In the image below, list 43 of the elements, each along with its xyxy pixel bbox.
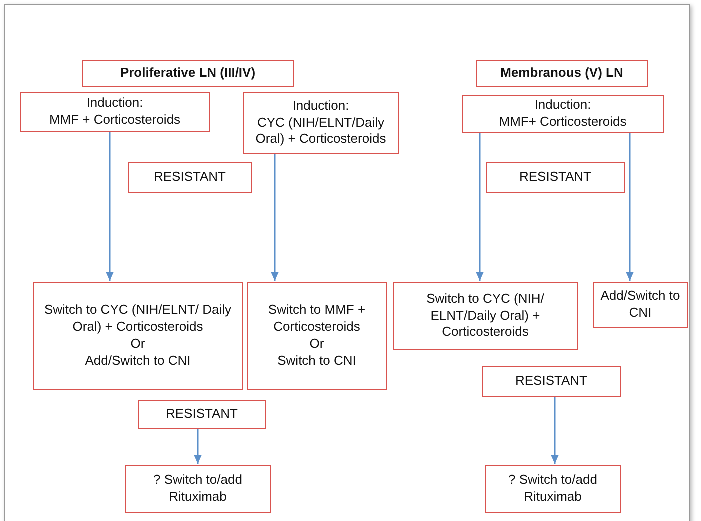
box-text: Or — [310, 336, 324, 353]
arrow — [271, 154, 279, 281]
box-text: Induction: — [86, 95, 144, 112]
box-text: ? Switch to/add Rituximab — [152, 472, 244, 506]
box-text: RESISTANT — [154, 169, 226, 186]
process-box — [138, 400, 266, 429]
process-box — [593, 282, 688, 328]
box-text: ? Switch to/add Rituximab — [508, 472, 598, 506]
process-box — [82, 60, 294, 87]
arrow — [551, 397, 559, 464]
box-text: MMF+ Corticosteroids — [499, 114, 627, 131]
box-text: Switch to CYC (NIH/ ELNT/Daily Oral) + Corticosteroids — [426, 290, 546, 342]
process-box — [243, 92, 399, 154]
arrow — [106, 132, 114, 281]
process-box — [486, 162, 625, 193]
box-text: CYC (NIH/ELNT/Daily Oral) + Corticosteroids — [254, 114, 388, 148]
process-box — [33, 282, 243, 390]
arrow — [194, 429, 202, 464]
box-text: Switch to MMF + Corticosteroids — [267, 302, 367, 336]
box-text: MMF + Corticosteroids — [49, 112, 181, 129]
arrow — [626, 133, 634, 281]
box-text: RESISTANT — [166, 406, 238, 423]
box-text: Induction: — [534, 97, 592, 114]
process-box — [247, 282, 387, 390]
box-text: Switch to CYC (NIH/ELNT/ Daily Oral) + Corticosteroids — [43, 302, 233, 336]
box-text: Proliferative LN (III/IV) — [120, 65, 256, 82]
process-box — [476, 60, 648, 87]
box-text: RESISTANT — [520, 169, 592, 186]
process-box — [125, 465, 271, 513]
box-text: Add/Switch to CNI — [85, 352, 191, 370]
box-text: Switch to CNI — [278, 352, 356, 370]
process-box — [482, 366, 621, 397]
box-text: Add/Switch to CNI — [600, 288, 682, 322]
box-text: Induction: — [292, 98, 350, 115]
process-box — [128, 162, 252, 193]
box-text: Or — [130, 336, 146, 353]
process-box — [393, 282, 578, 350]
process-box — [20, 92, 210, 132]
box-text: RESISTANT — [516, 373, 588, 390]
process-box — [485, 465, 621, 513]
arrow — [476, 133, 484, 281]
box-text: Membranous (V) LN — [500, 65, 624, 82]
process-box — [462, 95, 664, 133]
